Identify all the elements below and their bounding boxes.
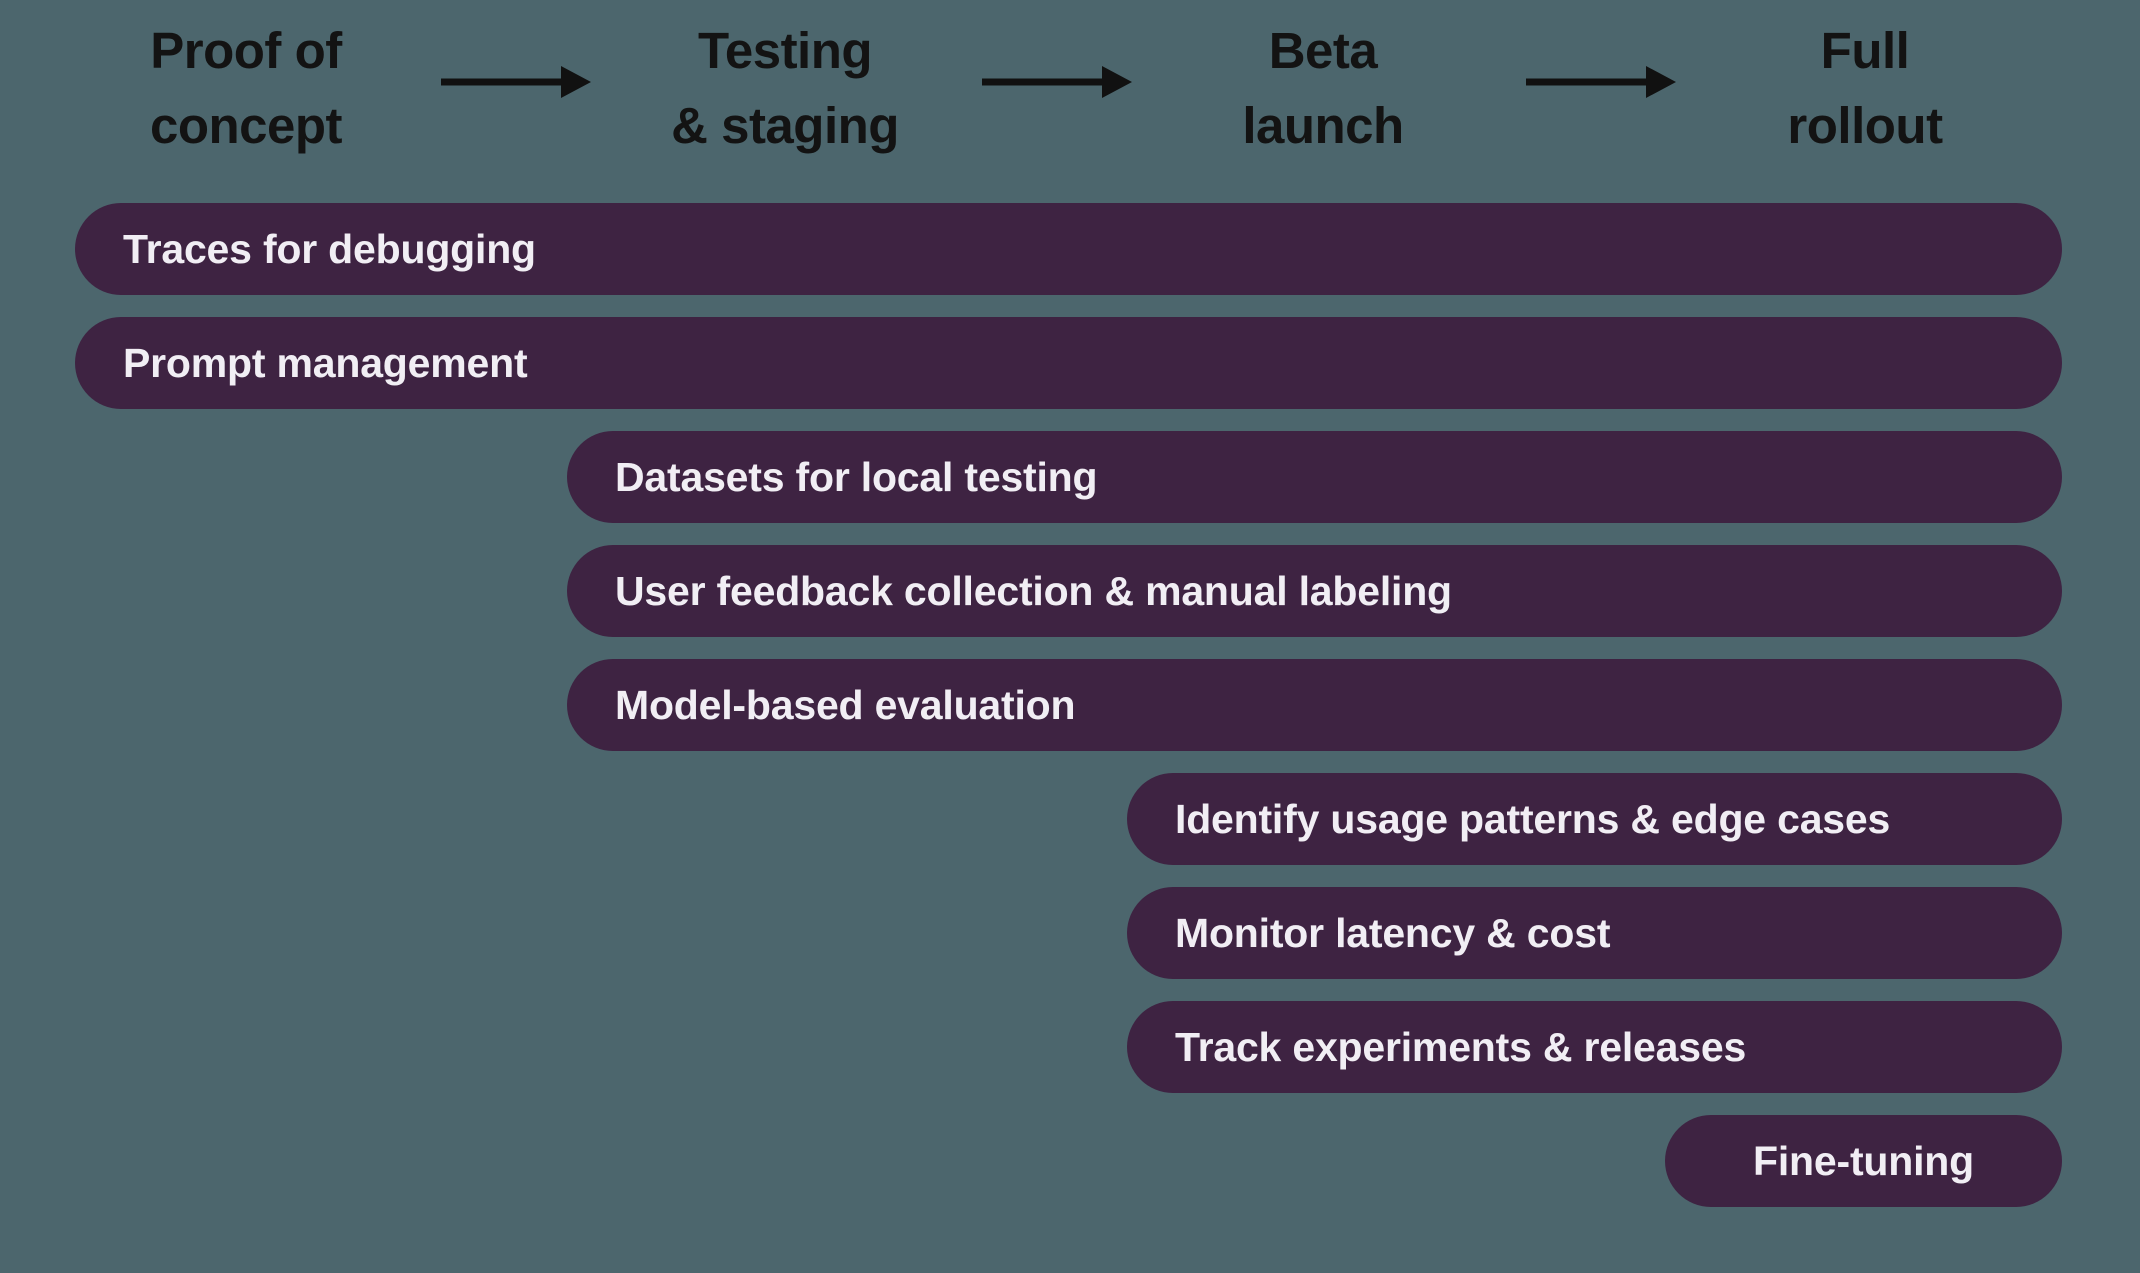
bar-track-experiments-releases: Track experiments & releases <box>1127 1001 2062 1093</box>
bar-prompt-management: Prompt management <box>75 317 2062 409</box>
bar-identify-usage-patterns: Identify usage patterns & edge cases <box>1127 773 2062 865</box>
bar-label: Monitor latency & cost <box>1175 909 1611 956</box>
stage-header-beta-launch: Beta launch <box>1242 22 1404 154</box>
bar-datasets-for-local-testing: Datasets for local testing <box>567 431 2062 523</box>
bar-label: Fine-tuning <box>1753 1137 1974 1184</box>
bar-label: Identify usage patterns & edge cases <box>1175 795 1891 842</box>
arrow-right-icon <box>982 66 1132 98</box>
stage-header-testing-staging: Testing & staging <box>671 22 899 154</box>
bar-user-feedback-collection: User feedback collection & manual labeli… <box>567 545 2062 637</box>
bar-label: Track experiments & releases <box>1175 1023 1747 1070</box>
bar-traces-for-debugging: Traces for debugging <box>75 203 2062 295</box>
bar-label: User feedback collection & manual labeli… <box>615 567 1452 614</box>
bar-monitor-latency-cost: Monitor latency & cost <box>1127 887 2062 979</box>
stage-header-proof-of-concept: Proof of concept <box>149 22 343 154</box>
arrow-right-icon <box>1526 66 1676 98</box>
bar-label: Datasets for local testing <box>615 453 1098 500</box>
bar-label: Model-based evaluation <box>615 681 1076 728</box>
stage-header-full-rollout: Full rollout <box>1787 22 1943 154</box>
bar-label: Prompt management <box>123 339 528 386</box>
bar-label: Traces for debugging <box>123 225 536 272</box>
bar-model-based-evaluation: Model-based evaluation <box>567 659 2062 751</box>
bar-fine-tuning: Fine-tuning <box>1665 1115 2062 1207</box>
arrow-right-icon <box>441 66 591 98</box>
